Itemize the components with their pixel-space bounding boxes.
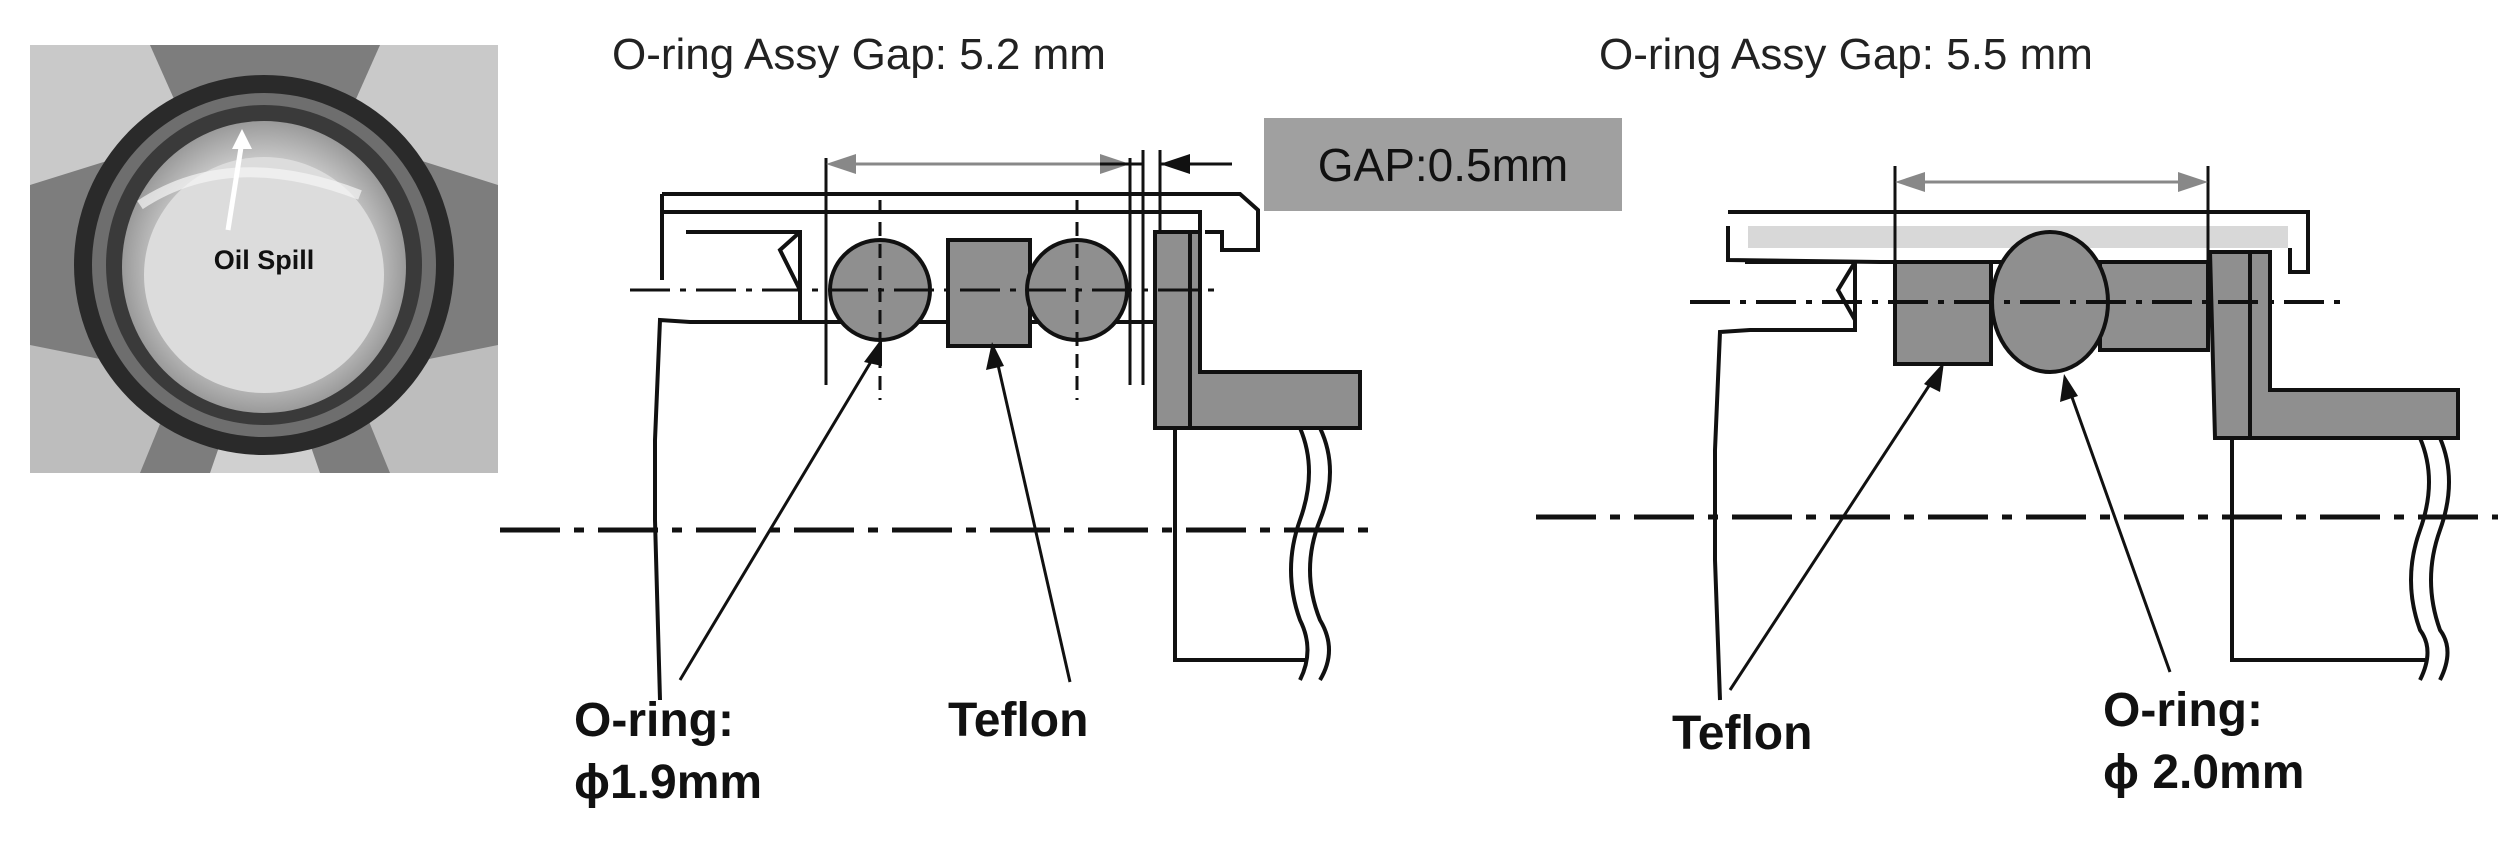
left-oring-size: ϕ1.9mm: [574, 756, 763, 809]
gap-label-box: GAP:0.5mm: [1264, 118, 1622, 211]
left-lower-body: [1173, 428, 1305, 662]
left-teflon: [946, 238, 1032, 348]
left-housing-top: [662, 192, 1260, 252]
oil-spill-label: Oil Spill: [213, 245, 315, 275]
right-oring-size: ϕ 2.0mm: [2103, 746, 2305, 799]
right-housing-top: [1728, 210, 2310, 274]
right-oring-callout: O-ring: ϕ 2.0mm: [2103, 680, 2304, 804]
left-break-line: [1308, 427, 1332, 682]
photo-illustration: [30, 45, 498, 473]
left-oring-label: O-ring:: [574, 694, 734, 747]
right-oring-label: O-ring:: [2103, 684, 2263, 737]
right-assembly: [1536, 166, 2498, 701]
left-diagram-title: O-ring Assy Gap: 5.2 mm: [612, 30, 1106, 79]
left-oring-callout: O-ring: ϕ1.9mm: [574, 690, 762, 814]
oil-spill-photo: Oil Spill: [30, 45, 498, 473]
right-retainer: [2207, 250, 2460, 440]
right-diagram-title: O-ring Assy Gap: 5.5 mm: [1599, 30, 2093, 79]
left-housing-inner: [662, 210, 1202, 232]
left-shaft-chamfer: [777, 230, 802, 291]
right-shaft-profile: [1713, 260, 1857, 701]
right-teflon-label: Teflon: [1672, 707, 1813, 760]
left-assembly: [500, 150, 1380, 701]
left-retainer: [1153, 230, 1362, 430]
right-teflon-2: [2098, 260, 2210, 352]
right-lower-body: [2230, 438, 2425, 662]
right-teflon-1: [1893, 260, 1993, 366]
left-teflon-label: Teflon: [948, 694, 1089, 747]
left-shaft-profile: [653, 230, 802, 701]
